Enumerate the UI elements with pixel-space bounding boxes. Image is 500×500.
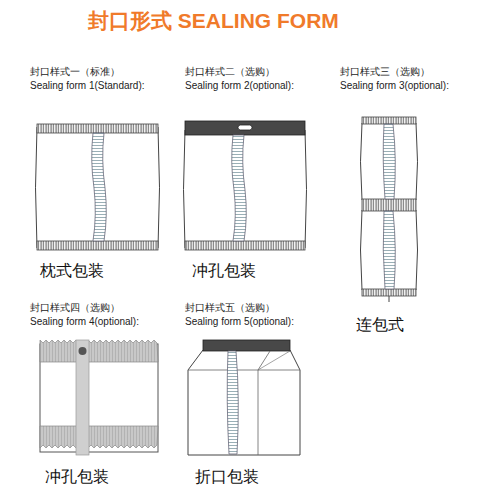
pack-caption: 折口包装: [195, 468, 259, 486]
form-name-en: Sealing form 2(optional):: [185, 80, 294, 92]
form-name: 封口样式二（选购）: [185, 66, 275, 78]
form-name: 封口样式四（选购）: [30, 302, 120, 314]
form-name-en: Sealing form 5(optional):: [185, 316, 294, 328]
form-name-en: Sealing form 1(Standard):: [30, 80, 145, 92]
pack-caption: 冲孔包装: [45, 468, 109, 486]
chain-bag: [361, 117, 418, 302]
form-name: 封口样式三（选购）: [340, 66, 430, 78]
pack-caption: 枕式包装: [40, 262, 104, 280]
form-name-en: Sealing form 4(optional):: [30, 316, 139, 328]
pillow-bag: [36, 124, 160, 250]
form-name: 封口样式一（标准）: [30, 66, 120, 78]
pack-caption: 冲孔包装: [192, 262, 256, 280]
page-title: 封口形式 SEALING FORM: [88, 9, 339, 33]
form-name: 封口样式五（选购）: [185, 302, 275, 314]
punched-flat-bag: [40, 340, 158, 455]
form-name-en: Sealing form 3(optional):: [340, 80, 449, 92]
pack-caption: 连包式: [356, 316, 404, 334]
punched-bag: [184, 121, 307, 250]
folded-bag: [188, 340, 300, 455]
